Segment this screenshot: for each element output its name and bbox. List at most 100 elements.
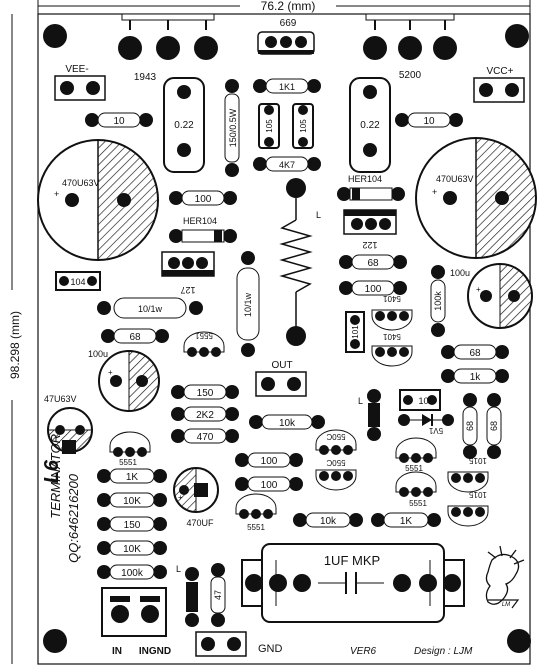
resistor-68-mid: 68: [339, 254, 407, 270]
transistor-5401-a-label: 5401: [383, 294, 401, 303]
resistor-47-label: 47: [213, 590, 223, 600]
transistor-5401-a: 5401: [371, 294, 413, 331]
capacitor-100u-left-label: 100u: [88, 349, 108, 359]
resistor-10-1w-horizontal-label: 10/1w: [138, 304, 163, 314]
resistor-1k1-label: 1K1: [279, 82, 295, 92]
gnd-connector: GND: [195, 631, 283, 657]
resistor-150-mid-label: 150: [197, 388, 214, 399]
transistor-5551-c-label: 5551: [409, 499, 427, 508]
transistor-5551-e: 5551: [235, 493, 277, 532]
transistor-1943: 1943: [118, 13, 218, 83]
diode-her104-right-label: HER104: [348, 174, 382, 184]
transistor-1015-a-label: 1015: [469, 456, 487, 465]
transistor-122-label: 122: [362, 240, 377, 250]
resistor-column-left: 1K 10K 150 10K 100k: [97, 468, 167, 580]
resistor-10k-mid: 10k: [249, 414, 325, 430]
zener-5v1: 5V1: [398, 414, 454, 435]
mounting-holes: [43, 24, 531, 653]
resistor-100-top: 100: [169, 190, 237, 206]
resistor-68-left: 68: [101, 328, 169, 344]
capacitor-105-a: 105: [258, 103, 280, 149]
resistor-10k-bottom: 10k: [293, 512, 363, 528]
resistor-68-mid-label: 68: [367, 258, 379, 269]
board-version: VER6: [350, 646, 377, 657]
transistor-5551-b-label: 5551: [405, 464, 423, 473]
resistor-150-05w: 150/0.5W: [224, 79, 240, 177]
resistor-022-left-label: 0.22: [174, 120, 194, 131]
transistor-1943-label: 1943: [134, 72, 157, 83]
transistor-5551-b: 5551: [395, 437, 437, 473]
resistor-10-1w-vertical: 10/1w: [236, 251, 260, 357]
vcc-connector: VCC+: [473, 66, 525, 103]
resistor-10k-bottom-label: 10k: [320, 516, 337, 527]
transistor-550c-b: 550C: [315, 458, 357, 491]
resistor-68-left-label: 68: [129, 332, 141, 343]
capacitor-47u: 47U63V: [44, 394, 93, 454]
signature-icon: LM: [485, 545, 525, 609]
capacitor-105-b-label: 105: [299, 119, 308, 133]
resistor-47: 47: [210, 563, 226, 627]
diode-her104-right: HER104: [337, 174, 405, 201]
inductor-small: L: [358, 389, 381, 441]
transistor-5551-a-label: 5551: [195, 331, 213, 340]
resistor-100-mid: 100: [339, 280, 407, 296]
resistor-100k-left-label: 100k: [121, 568, 144, 579]
input-terminal: IN INGND: [101, 587, 171, 657]
vee-label: VEE-: [65, 64, 88, 75]
resistor-68-vertical-b-label: 68: [489, 421, 499, 431]
resistor-100k-vertical-label: 100k: [433, 291, 443, 311]
resistor-1k-left: 1K: [97, 468, 167, 484]
transistor-550c-a-label: 550C: [326, 432, 345, 441]
transistor-122: 122: [343, 209, 397, 250]
resistor-150-left-label: 150: [124, 520, 141, 531]
resistor-100-b-label: 100: [261, 480, 278, 491]
vee-connector: VEE-: [54, 64, 106, 101]
resistor-1k-left-label: 1K: [126, 472, 139, 483]
transistor-5401-b-label: 5401: [383, 332, 401, 341]
resistor-10k-left-2-label: 10K: [123, 544, 141, 555]
resistor-10k-mid-label: 10k: [279, 418, 296, 429]
resistor-68-vertical-b: 68: [486, 393, 502, 459]
transistor-1015-b-label: 1015: [469, 490, 487, 499]
resistor-100-b: 100: [235, 476, 303, 492]
resistor-2k2: 2K2: [171, 406, 239, 422]
transistor-5551-a: 5551: [183, 331, 225, 357]
output-inductor-label: L: [316, 210, 321, 220]
capacitor-105-right: 105: [399, 389, 441, 411]
ingnd-label: INGND: [139, 646, 171, 657]
board-title: L6: [41, 459, 63, 483]
resistor-1k-right: 1k: [441, 368, 509, 384]
transistor-1015-b: 1015: [447, 490, 489, 527]
resistor-022-right-label: 0.22: [360, 120, 380, 131]
capacitor-470u-left-plus: +: [54, 189, 59, 199]
capacitor-104-label: 104: [70, 277, 85, 287]
board-subtitle: TERMINATOR: [48, 434, 63, 519]
capacitor-470u-right: + 470U63V: [415, 137, 537, 259]
inductor-bottom: L: [176, 564, 199, 627]
height-dimension-label: 98.298 (mm): [8, 311, 22, 379]
resistor-10-left-label: 10: [113, 116, 125, 127]
board-outline: [37, 13, 531, 665]
capacitor-470uf-label: 470UF: [186, 518, 214, 528]
in-label: IN: [112, 646, 122, 657]
transistor-5551-d: 5551: [109, 431, 151, 467]
resistor-100-top-label: 100: [195, 194, 212, 205]
resistor-150-mid: 150: [171, 384, 239, 400]
resistor-100-a: 100: [235, 452, 303, 468]
inductor-small-label: L: [358, 396, 363, 406]
dimension-left: 98.298 (mm): [4, 14, 22, 664]
board-title-block: L6 TERMINATOR QQ:646216200 VER6 Design :…: [41, 434, 473, 657]
resistor-470-label: 470: [197, 432, 214, 443]
resistor-1k-bottom: 1K: [371, 512, 441, 528]
resistor-68-vertical-a-label: 68: [465, 421, 475, 431]
vcc-label: VCC+: [487, 66, 514, 77]
resistor-4k7: 4K7: [253, 156, 321, 172]
resistor-100-a-label: 100: [261, 456, 278, 467]
resistor-10-1w-horizontal: 10/1w: [97, 297, 203, 319]
capacitor-101-label: 101: [351, 325, 360, 339]
transistor-550c-b-label: 550C: [326, 458, 345, 467]
resistor-2k2-label: 2K2: [196, 410, 214, 421]
dimension-top: 76.2 (mm): [37, 0, 531, 14]
capacitor-105-a-label: 105: [265, 119, 274, 133]
resistor-100-mid-label: 100: [365, 284, 382, 295]
